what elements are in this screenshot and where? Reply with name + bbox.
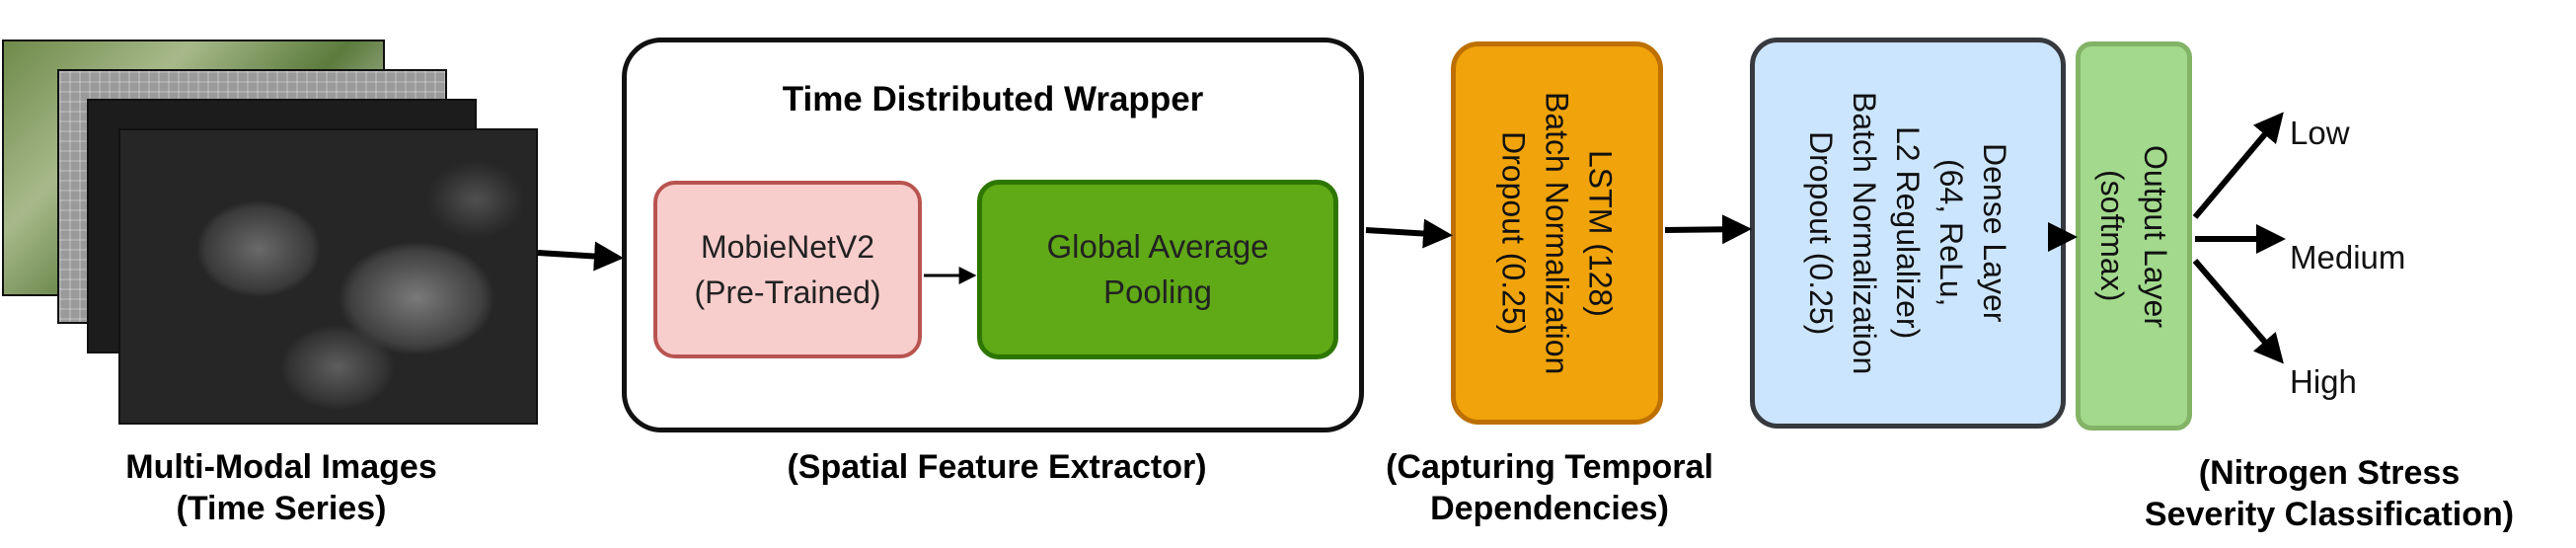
dense-label-line1: Dense Layer bbox=[1977, 143, 2012, 323]
arrow-output-to-low bbox=[2192, 112, 2284, 219]
global-average-pooling-box: Global Average Pooling bbox=[977, 180, 1338, 359]
pooling-label-line1: Global Average bbox=[1046, 228, 1269, 265]
caption-spatial: (Spatial Feature Extractor) bbox=[787, 448, 1207, 486]
image-frame-grayscale-leaves bbox=[118, 128, 538, 425]
caption-images-line2: (Time Series) bbox=[176, 490, 387, 527]
mobilenet-label-line2: (Pre-Trained) bbox=[694, 274, 881, 310]
lstm-label: LSTM (128) Batch Normalization Dropout (… bbox=[1492, 92, 1623, 374]
lstm-box: LSTM (128) Batch Normalization Dropout (… bbox=[1451, 41, 1663, 425]
arrow-wrapper-to-lstm bbox=[1365, 218, 1453, 249]
arrow-output-to-high bbox=[2192, 259, 2284, 364]
output-label-line1: Output Layer bbox=[2138, 144, 2173, 328]
caption-nitrogen-line2: Severity Classification) bbox=[2144, 496, 2515, 533]
pooling-label-line2: Pooling bbox=[1102, 274, 1213, 310]
caption-images: Multi-Modal Images (Time Series) bbox=[59, 446, 503, 529]
mobilenet-label-line1: MobieNetV2 bbox=[700, 229, 875, 265]
caption-images-line1: Multi-Modal Images bbox=[125, 448, 437, 486]
caption-temporal-line2: Dependencies) bbox=[1430, 490, 1669, 527]
output-label: Output Layer (softmax) bbox=[2090, 145, 2177, 328]
caption-nitrogen-line1: (Nitrogen Stress bbox=[2198, 454, 2461, 492]
mobilenet-box: MobieNetV2 (Pre-Trained) bbox=[653, 181, 922, 358]
caption-nitrogen: (Nitrogen Stress Severity Classification… bbox=[2112, 452, 2546, 535]
dense-label-line5: Dropout (0.25) bbox=[1803, 130, 1839, 336]
dense-label-line2: (64, ReLu, bbox=[1933, 159, 1969, 307]
lstm-label-line1: LSTM (128) bbox=[1582, 149, 1619, 317]
dense-label: Dense Layer (64, ReLu, L2 Regulalizer) B… bbox=[1799, 92, 2016, 374]
output-layer-box: Output Layer (softmax) bbox=[2076, 41, 2192, 431]
class-label-medium: Medium bbox=[2290, 239, 2406, 275]
class-label-high: High bbox=[2290, 363, 2357, 400]
wrapper-title: Time Distributed Wrapper bbox=[782, 80, 1204, 118]
caption-temporal-line1: (Capturing Temporal bbox=[1386, 448, 1713, 486]
lstm-label-line2: Batch Normalization bbox=[1539, 91, 1575, 375]
class-label-low: Low bbox=[2290, 115, 2350, 151]
arrow-images-to-wrapper bbox=[537, 241, 624, 272]
arrow-lstm-to-dense bbox=[1664, 214, 1752, 245]
lstm-label-line3: Dropout (0.25) bbox=[1495, 130, 1532, 336]
caption-temporal: (Capturing Temporal Dependencies) bbox=[1352, 446, 1747, 529]
output-label-line2: (softmax) bbox=[2094, 170, 2130, 302]
dense-label-line4: Batch Normalization bbox=[1847, 91, 1882, 375]
dense-label-line3: L2 Regulalizer) bbox=[1890, 126, 1926, 340]
